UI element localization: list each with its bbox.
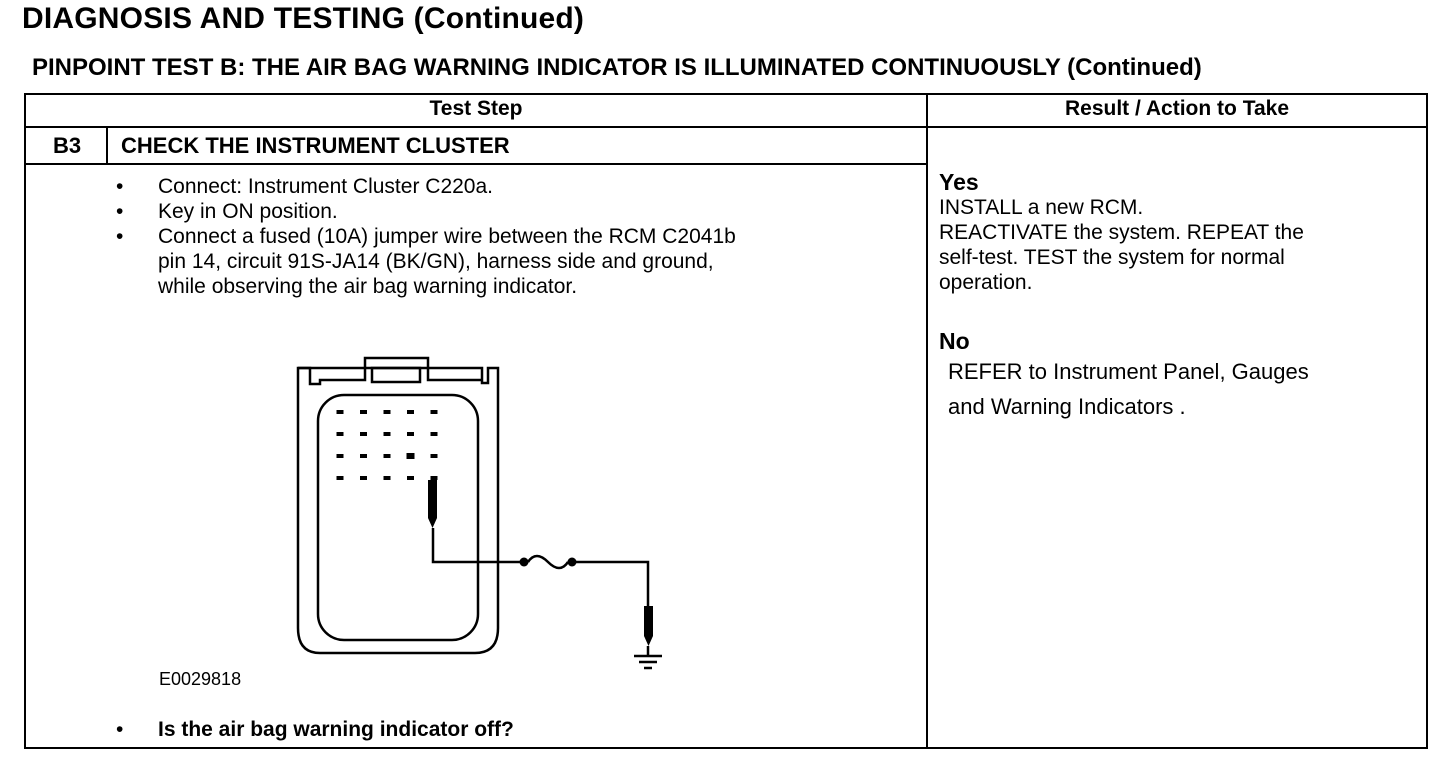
instruction-text: Connect a fused (10A) jumper wire betwee… xyxy=(158,225,736,248)
yes-action-text: operation. xyxy=(939,271,1033,294)
result-yes: Yes INSTALL a new RCM. REACTIVATE the sy… xyxy=(939,170,1304,295)
result-no: No REFER to Instrument Panel, Gauges and… xyxy=(939,329,1309,424)
list-item: • Key in ON position. xyxy=(116,199,736,224)
connector-face xyxy=(316,393,480,642)
fuse-terminal xyxy=(567,557,577,567)
connector-pin xyxy=(407,476,414,480)
ground-probe xyxy=(644,606,653,636)
ground-icon xyxy=(634,654,662,670)
probe-tip xyxy=(428,480,437,518)
page-title: DIAGNOSIS AND TESTING (Continued) xyxy=(22,2,585,35)
test-question: • Is the air bag warning indicator off? xyxy=(116,718,514,742)
connector-pin xyxy=(360,410,367,414)
list-item: • Connect a fused (10A) jumper wire betw… xyxy=(116,224,736,299)
question-text: Is the air bag warning indicator off? xyxy=(158,718,514,741)
bullet-icon: • xyxy=(116,718,124,741)
instruction-text: while observing the air bag warning indi… xyxy=(158,275,578,298)
instruction-text: Key in ON position. xyxy=(158,200,338,223)
yes-label: Yes xyxy=(939,169,979,195)
no-action-text: and Warning Indicators . xyxy=(948,394,1186,419)
pin-grid xyxy=(336,410,438,480)
connector-top-edge xyxy=(298,356,482,386)
test-table: Test Step Result / Action to Take B3 CHE… xyxy=(24,93,1428,749)
connector-pin xyxy=(383,410,391,414)
no-action-text: REFER to Instrument Panel, Gauges xyxy=(948,359,1309,384)
jumper-wire xyxy=(431,528,520,564)
step-id: B3 xyxy=(52,133,82,158)
fuse-terminal xyxy=(519,557,529,567)
yes-action-text: REACTIVATE the system. REPEAT the xyxy=(939,221,1304,244)
bullet-icon: • xyxy=(116,225,124,248)
connector-latch xyxy=(370,366,422,384)
connector-pin xyxy=(336,410,344,414)
bullet-icon: • xyxy=(116,175,124,198)
connector-pin xyxy=(383,476,391,480)
connector-pin xyxy=(383,432,391,436)
instruction-text: Connect: Instrument Cluster C220a. xyxy=(158,175,493,198)
connector-body xyxy=(296,366,500,655)
header-divider xyxy=(26,126,1426,128)
connector-pin xyxy=(336,476,344,480)
probe-point xyxy=(428,518,437,528)
probed-pin xyxy=(406,453,415,459)
connector-pin xyxy=(336,454,344,458)
connector-pin xyxy=(360,432,367,436)
connector-pin xyxy=(430,432,438,436)
connector-pin xyxy=(360,476,367,480)
figure-id: E0029818 xyxy=(159,669,242,689)
column-header-test-step: Test Step xyxy=(429,97,523,120)
connector-pin xyxy=(430,454,438,458)
connector-diagram xyxy=(296,356,662,670)
ground-probe-point xyxy=(644,636,653,646)
connector-pin xyxy=(430,410,438,414)
connector-pin xyxy=(407,432,414,436)
instruction-text: pin 14, circuit 91S-JA14 (BK/GN), harnes… xyxy=(158,250,714,273)
yes-action-text: INSTALL a new RCM. xyxy=(939,196,1144,219)
fuse-icon xyxy=(526,554,570,570)
no-label: No xyxy=(939,328,970,354)
step-instructions: • Connect: Instrument Cluster C220a. • K… xyxy=(116,174,736,299)
step-title: CHECK THE INSTRUMENT CLUSTER xyxy=(121,133,510,158)
connector-pin xyxy=(407,410,414,414)
connector-pin xyxy=(336,432,344,436)
jumper-wire xyxy=(576,560,650,606)
yes-action-text: self-test. TEST the system for normal xyxy=(939,246,1285,269)
step-id-divider xyxy=(106,126,108,163)
bullet-icon: • xyxy=(116,200,124,223)
pinpoint-test-title: PINPOINT TEST B: THE AIR BAG WARNING IND… xyxy=(32,54,1202,81)
step-title-divider xyxy=(26,163,926,165)
column-divider xyxy=(926,95,928,747)
connector-pin xyxy=(383,454,391,458)
connector-pin xyxy=(360,454,367,458)
column-header-result: Result / Action to Take xyxy=(1064,97,1290,120)
connector-pin xyxy=(430,476,438,480)
list-item: • Connect: Instrument Cluster C220a. xyxy=(116,174,736,199)
